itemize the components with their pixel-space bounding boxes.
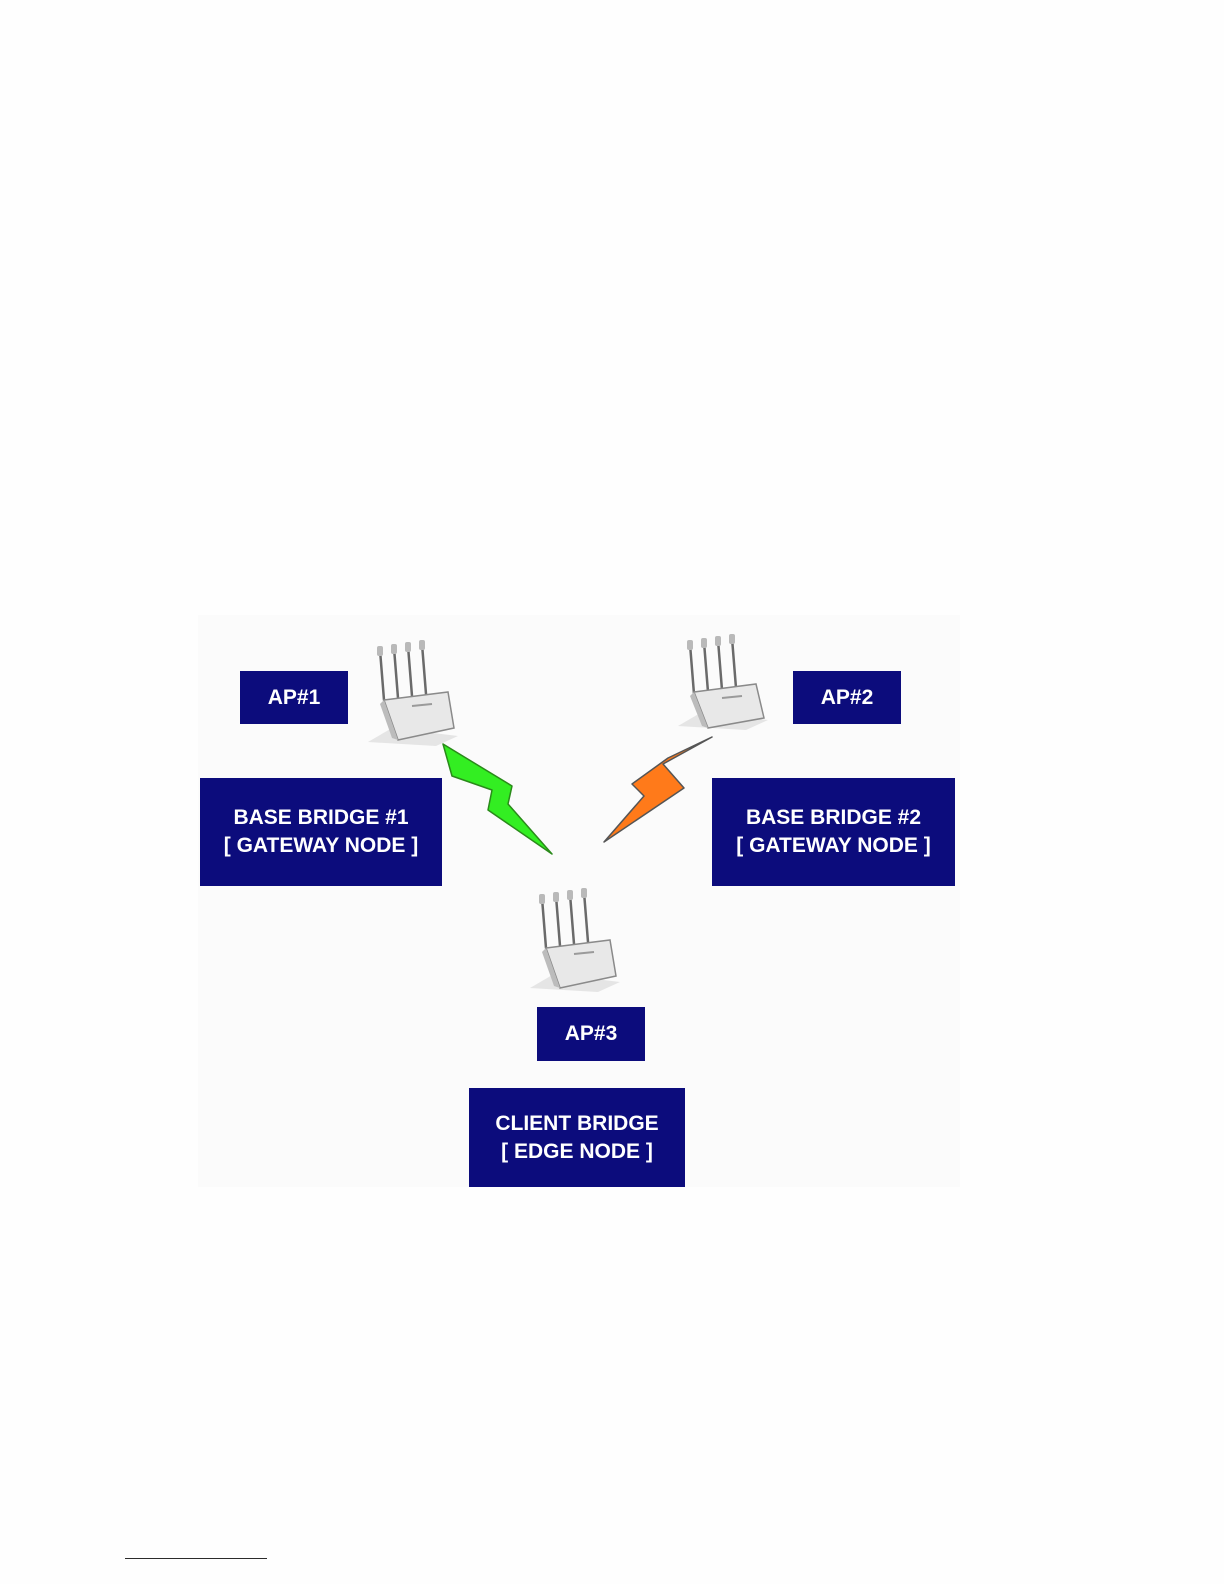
base-bridge-1-title: BASE BRIDGE #1 (233, 804, 408, 832)
wireless-bridge-icon (524, 884, 624, 994)
ap2-label: AP#2 (793, 671, 901, 724)
ap3-label: AP#3 (537, 1007, 645, 1061)
wireless-bridge-icon (362, 638, 462, 748)
ap2-label-text: AP#2 (821, 684, 874, 712)
base-bridge-1-label: BASE BRIDGE #1 [ GATEWAY NODE ] (200, 778, 442, 886)
ap1-label-text: AP#1 (268, 684, 321, 712)
base-bridge-2-title: BASE BRIDGE #2 (746, 804, 921, 832)
base-bridge-2-role: [ GATEWAY NODE ] (736, 832, 930, 860)
client-bridge-title: CLIENT BRIDGE (495, 1110, 658, 1138)
ap3-label-text: AP#3 (565, 1020, 618, 1048)
ap1-label: AP#1 (240, 671, 348, 724)
client-bridge-role: [ EDGE NODE ] (501, 1138, 653, 1166)
footnote-divider (125, 1558, 267, 1559)
wireless-bridge-icon (672, 622, 772, 732)
base-bridge-2-label: BASE BRIDGE #2 [ GATEWAY NODE ] (712, 778, 955, 886)
client-bridge-label: CLIENT BRIDGE [ EDGE NODE ] (469, 1088, 685, 1187)
base-bridge-1-role: [ GATEWAY NODE ] (224, 832, 418, 860)
